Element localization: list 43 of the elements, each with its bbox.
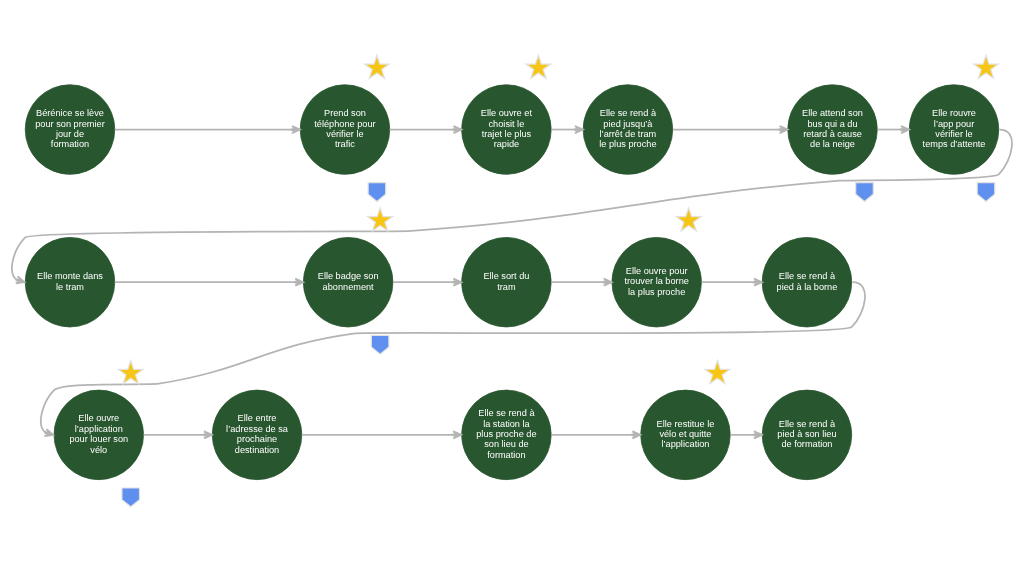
node-star: [524, 53, 553, 80]
arrow: [729, 430, 763, 440]
node-circle: Elle badge son abonnement: [303, 237, 394, 328]
node-star: [703, 358, 732, 386]
arrow: [113, 125, 301, 134]
node-circle: Elle ouvre l’application pour louer son vélo: [53, 389, 144, 481]
arrow: [300, 430, 463, 440]
arrow: [550, 430, 642, 440]
node-thumb: [855, 182, 874, 203]
arrow: [876, 125, 910, 134]
arrow: [700, 277, 763, 287]
node-circle: Elle se rend à pied à la borne: [761, 237, 853, 328]
node-thumb: [121, 487, 141, 508]
arrow: [672, 125, 789, 134]
node-thumb: [370, 334, 390, 355]
node-circle: Elle restitue le vélo et quitte l’application: [640, 389, 731, 481]
node-star: [971, 53, 1001, 80]
node-circle: Prend son téléphone pour vérifier le trafic: [299, 84, 391, 175]
arrow: [550, 125, 584, 134]
arrow: [550, 277, 613, 287]
node-circle: Elle attend son bus qui a du retard à cause de la neige: [787, 84, 878, 175]
node-circle: Elle rouvre l’app pour vérifier le temps d’attente: [908, 84, 1000, 175]
node-circle: Elle entre l’adresse de sa prochaine destination: [211, 389, 303, 481]
node-circle: Elle se rend à pied à son lieu de formation: [761, 389, 853, 481]
arrow: [11, 128, 1013, 285]
node-circle: Elle monte dans le tram: [24, 237, 116, 328]
arrow: [392, 277, 463, 287]
node-star: [674, 205, 703, 233]
node-thumb: [976, 182, 996, 203]
node-thumb: [367, 182, 387, 203]
node-star: [365, 205, 395, 233]
node-star: [362, 53, 392, 80]
node-circle: Elle ouvre et choisit le trajet le plus rapide: [461, 84, 552, 175]
arrow: [113, 277, 305, 287]
node-star: [116, 358, 145, 386]
node-circle: Elle se rend à pied jusqu’à l’arrêt de tram le plus proche: [582, 84, 674, 175]
arrow: [142, 430, 213, 440]
node-circle: Elle ouvre pour trouver la borne la plus proche: [611, 237, 702, 328]
node-circle: Elle se rend à la station la plus proche de son lieu de formation: [461, 389, 552, 481]
node-circle: Bérénice se lève pour son premier jour de formation: [24, 84, 116, 175]
arrow: [388, 125, 463, 134]
node-circle: Elle sort du tram: [461, 237, 552, 328]
arrow: [39, 281, 866, 437]
